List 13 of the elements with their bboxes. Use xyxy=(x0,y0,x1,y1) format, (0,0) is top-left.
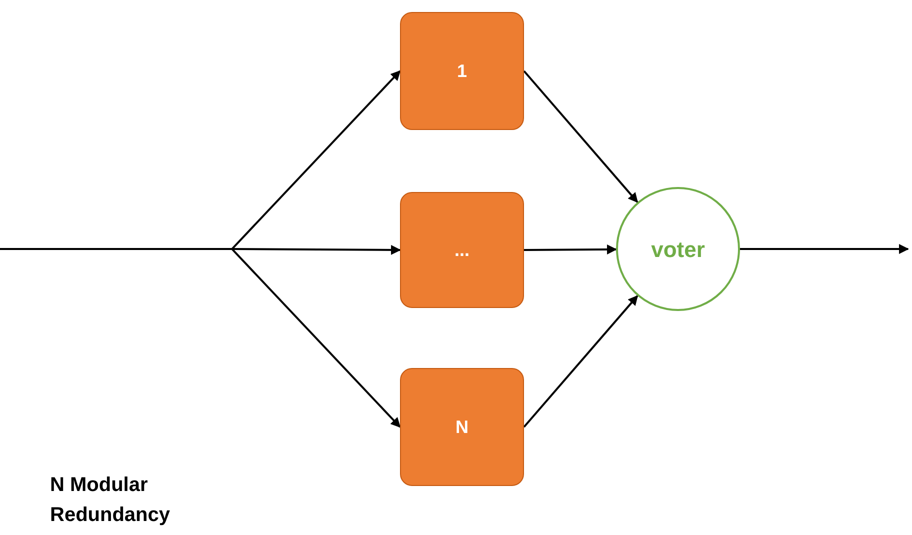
module-box xyxy=(400,192,524,308)
arrow xyxy=(523,70,638,203)
arrow xyxy=(0,248,401,428)
node-label: voter xyxy=(651,236,705,264)
caption: N Modular Redundancy xyxy=(50,473,172,528)
arrow xyxy=(524,244,617,254)
node-label: 1 xyxy=(456,60,467,82)
node-label: N xyxy=(456,416,468,438)
module-box xyxy=(400,12,524,130)
arrow xyxy=(523,295,638,428)
module-box xyxy=(400,368,524,486)
node-label: ... xyxy=(454,238,470,262)
arrow xyxy=(740,244,909,254)
